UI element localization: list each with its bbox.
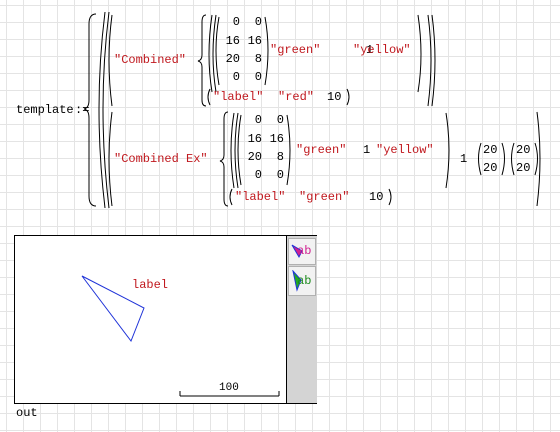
tool-palette: ab ab: [286, 236, 317, 403]
row1-matrix-left: [215, 16, 220, 86]
row2-inner-left: [230, 112, 235, 189]
row2-sub-color: "green": [299, 190, 350, 204]
vec2-x: 20: [516, 143, 531, 157]
outer-brace: [83, 13, 97, 207]
row1-sub-left: [207, 88, 211, 106]
row1-sub-right: [346, 88, 350, 106]
vec1-right: [501, 142, 505, 176]
scalebar-label: 100: [219, 382, 239, 394]
matrix-cell: 16: [225, 34, 240, 48]
row2-right-paren: [536, 111, 541, 207]
row2-sub-label: "label": [235, 190, 286, 204]
triangle-shape: [81, 275, 145, 343]
template-variable-name: template: [16, 103, 74, 117]
matrix-cell: 0: [276, 113, 284, 127]
row1-edge-color: "yellow": [353, 43, 411, 57]
row2-inner-right: [445, 112, 450, 189]
row1-matrix-right: [264, 16, 269, 86]
matrix-cell: 0: [232, 15, 240, 29]
row2-left-paren: [108, 111, 113, 207]
vec1-y: 20: [483, 161, 498, 175]
row1-sub-color: "red": [278, 90, 315, 104]
matrix-cell: 0: [276, 168, 284, 182]
row2-sub-left: [229, 188, 233, 206]
output-panel[interactable]: label 100 ab ab: [14, 235, 317, 404]
row1-fill-color: "green": [270, 43, 321, 57]
row2-matrix-left: [237, 114, 242, 186]
plot-label: label: [132, 278, 169, 292]
row2-inner-left-2: [234, 112, 239, 189]
vec2-y: 20: [516, 161, 531, 175]
matrix-cell: 8: [276, 150, 284, 164]
matrix-cell: 20: [247, 150, 262, 164]
row1-left-paren: [108, 14, 113, 107]
vec1-x: 20: [483, 143, 498, 157]
row2-label: "Combined Ex": [114, 152, 208, 166]
tool-combined-text: ab: [297, 244, 312, 258]
row1-inner-left: [208, 14, 213, 93]
row1-brace: [197, 14, 207, 107]
row2-sub-right: [388, 188, 392, 206]
matrix-cell: 0: [232, 70, 240, 84]
row2-brace: [219, 111, 229, 207]
tool-combined-button[interactable]: ab: [288, 238, 316, 265]
row1-inner-right: [417, 14, 422, 93]
matrix-cell: 0: [254, 113, 262, 127]
row2-matrix-right: [286, 114, 291, 186]
row1-sub-size: 10: [327, 90, 342, 104]
outer-left-paren-2: [102, 11, 110, 209]
row2-sub-size: 10: [369, 190, 384, 204]
row2-scale: 1: [460, 152, 468, 166]
matrix-cell: 0: [254, 15, 262, 29]
red-triangle-icon: [291, 244, 303, 259]
row2-alpha: 1: [363, 143, 371, 157]
matrix-cell: 0: [254, 168, 262, 182]
row1-right-paren-2: [431, 14, 436, 107]
row1-alpha: 1: [366, 43, 374, 57]
vec1-left: [478, 142, 482, 176]
matrix-cell: 16: [247, 132, 262, 146]
matrix-cell: 16: [247, 34, 262, 48]
row1-matrix: 0 0 16 16 20 8 0 0: [220, 15, 265, 87]
matrix-cell: 0: [254, 70, 262, 84]
row2-matrix: 0 0 16 16 20 8 0 0: [242, 113, 287, 185]
matrix-cell: 16: [269, 132, 284, 146]
row2-fill-color: "green": [296, 143, 347, 157]
output-variable-name: out: [16, 406, 38, 420]
plot-svg: [81, 275, 280, 397]
template-brackets: [83, 11, 541, 209]
assign-operator: :=: [75, 103, 90, 117]
tool-combined-ex-button[interactable]: ab: [288, 266, 316, 296]
row1-sub-label: "label": [213, 90, 264, 104]
plot-canvas[interactable]: label 100: [15, 236, 286, 403]
matrix-cell: 8: [254, 52, 262, 66]
matrix-cell: 20: [225, 52, 240, 66]
green-triangle-icon: [292, 270, 302, 292]
outer-left-paren: [98, 11, 106, 209]
tool-combined-ex-text: ab: [297, 274, 312, 288]
row1-inner-left-2: [212, 14, 217, 93]
vec2-left: [511, 142, 515, 176]
row1-label: "Combined": [114, 53, 187, 67]
row2-edge-color: "yellow": [376, 143, 434, 157]
vec2-right: [534, 142, 538, 176]
row1-right-paren: [427, 14, 432, 107]
